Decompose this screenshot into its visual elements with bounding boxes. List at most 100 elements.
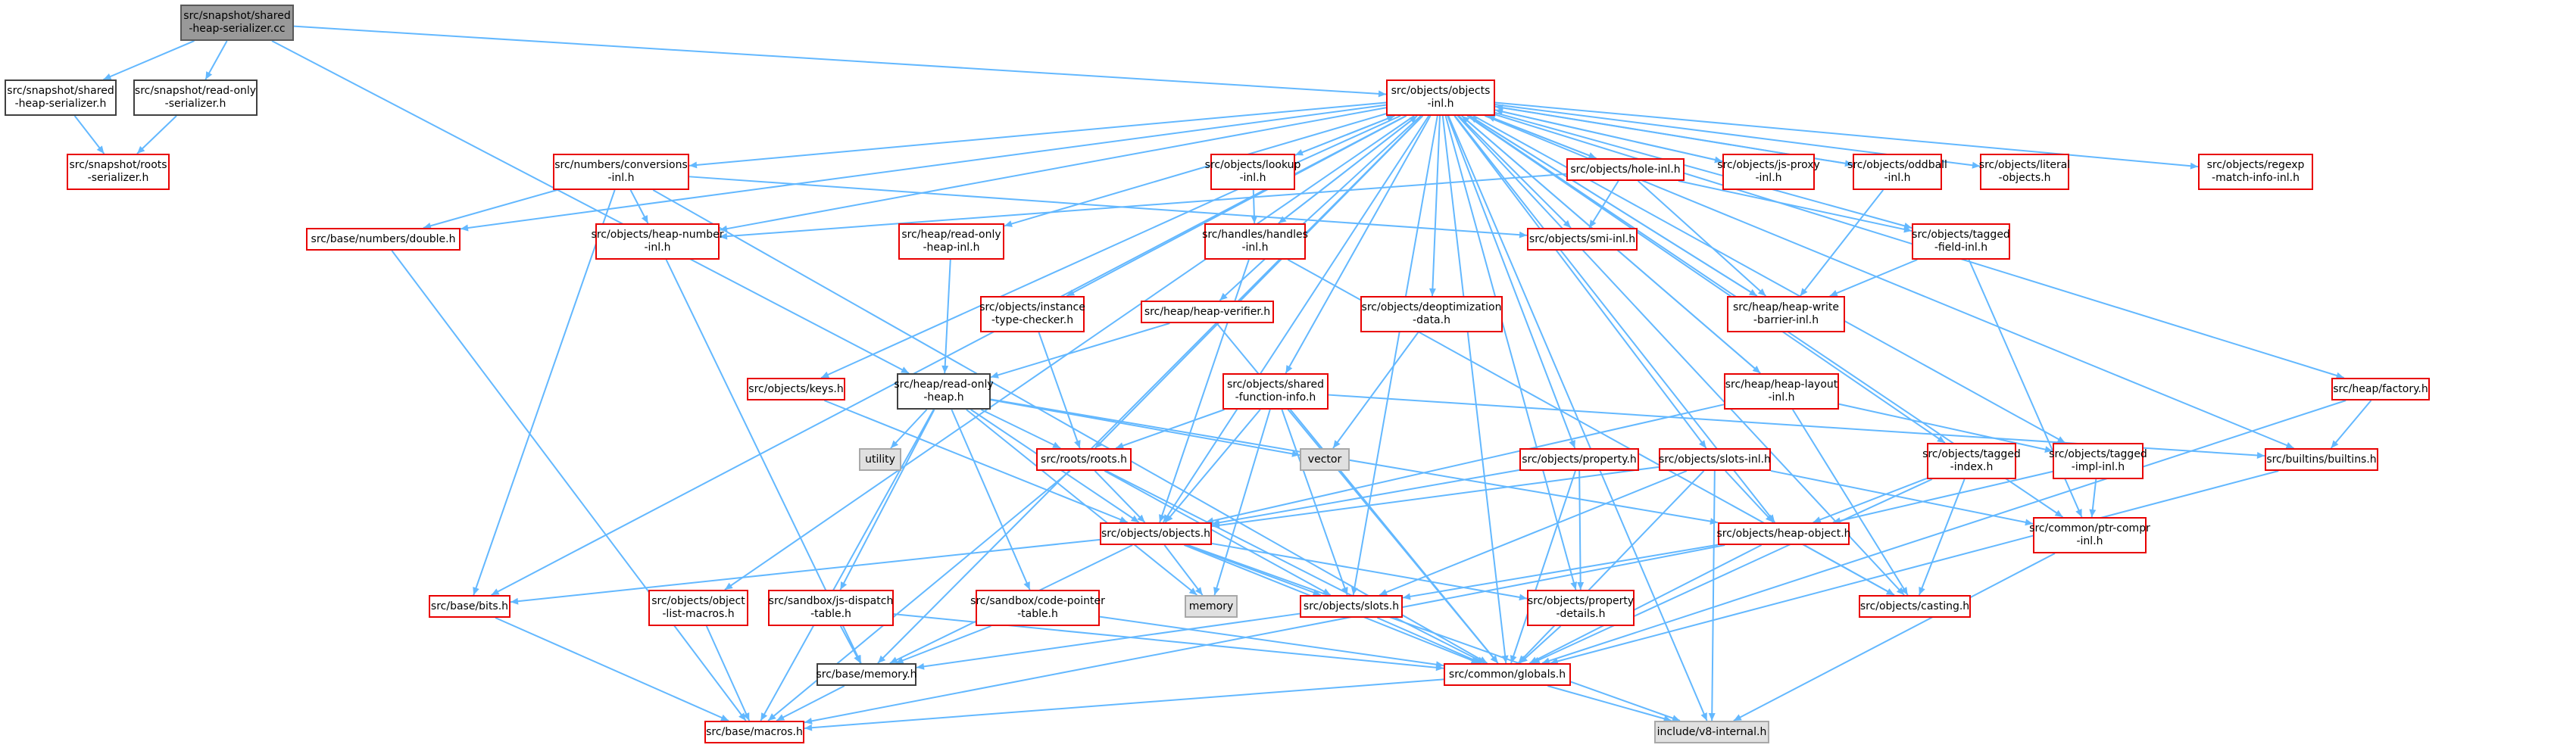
file-node[interactable]: src/handles/handles -inl.h bbox=[1202, 223, 1308, 260]
file-node[interactable]: src/objects/slots-inl.h bbox=[1659, 448, 1771, 471]
dependency-edge bbox=[1510, 470, 1576, 664]
file-node[interactable]: src/objects/objects -inl.h bbox=[1386, 79, 1495, 116]
edge-arrowhead bbox=[1490, 655, 1498, 663]
file-node-label: src/objects/js-proxy -inl.h bbox=[1717, 159, 1820, 184]
edge-arrowhead bbox=[804, 717, 813, 725]
file-node[interactable]: src/objects/property -details.h bbox=[1527, 590, 1635, 626]
file-node[interactable]: src/objects/tagged -impl-inl.h bbox=[2049, 443, 2147, 479]
file-node[interactable]: src/objects/objects.h bbox=[1100, 522, 1212, 545]
file-node[interactable]: src/objects/tagged -index.h bbox=[1922, 443, 2021, 479]
edge-arrowhead bbox=[991, 372, 999, 379]
file-node[interactable]: src/sandbox/code-pointer -table.h bbox=[970, 590, 1105, 626]
file-node[interactable]: src/heap/heap-layout -inl.h bbox=[1724, 373, 1839, 410]
edge-arrowhead bbox=[724, 582, 733, 590]
file-node-label: src/snapshot/roots -serializer.h bbox=[69, 159, 167, 184]
dependency-edge bbox=[1162, 115, 1430, 523]
dependency-edge bbox=[719, 107, 1387, 231]
file-node[interactable]: src/builtins/builtins.h bbox=[2265, 448, 2378, 471]
file-node-label: src/roots/roots.h bbox=[1041, 453, 1127, 466]
dependency-edge bbox=[760, 409, 935, 721]
edge-arrowhead bbox=[1469, 116, 1478, 123]
file-node[interactable]: src/objects/lookup -inl.h bbox=[1205, 154, 1300, 190]
file-node[interactable]: src/objects/keys.h bbox=[747, 378, 845, 400]
file-node[interactable]: src/heap/read-only -heap.h bbox=[894, 373, 994, 410]
file-node[interactable]: src/snapshot/read-only -serializer.h bbox=[133, 79, 258, 116]
dependency-edge bbox=[1211, 542, 1528, 600]
edge-arrowhead bbox=[1285, 365, 1293, 373]
file-node[interactable]: src/objects/instance -type-checker.h bbox=[979, 296, 1085, 332]
file-node[interactable]: src/objects/js-proxy -inl.h bbox=[1717, 154, 1820, 190]
file-node[interactable]: src/roots/roots.h bbox=[1036, 448, 1132, 471]
file-node[interactable]: src/objects/tagged -field-inl.h bbox=[1912, 223, 2010, 260]
file-node[interactable]: src/base/bits.h bbox=[429, 595, 511, 618]
dependency-edge bbox=[1094, 470, 1146, 523]
file-node[interactable]: src/objects/regexp -match-info-inl.h bbox=[2198, 154, 2313, 190]
file-node[interactable]: memory bbox=[1185, 595, 1238, 618]
file-node-label: src/objects/objects -inl.h bbox=[1391, 85, 1491, 110]
file-node[interactable]: src/sandbox/js-dispatch -table.h bbox=[768, 590, 894, 626]
file-node-label: src/objects/literal -objects.h bbox=[1978, 159, 2071, 184]
file-node[interactable]: src/objects/slots.h bbox=[1300, 595, 1403, 618]
edge-arrowhead bbox=[1194, 587, 1203, 595]
dependency-edge bbox=[103, 40, 195, 80]
file-node[interactable]: src/base/memory.h bbox=[816, 663, 917, 686]
file-node[interactable]: src/objects/shared -function-info.h bbox=[1222, 373, 1329, 410]
dependency-edge bbox=[1402, 544, 1719, 599]
file-node[interactable]: vector bbox=[1300, 448, 1350, 471]
edge-arrowhead bbox=[1519, 655, 1528, 663]
file-node[interactable]: src/base/numbers/double.h bbox=[306, 228, 461, 251]
file-node[interactable]: src/heap/read-only -heap-inl.h bbox=[898, 223, 1004, 260]
dependency-edge bbox=[804, 678, 1444, 729]
file-node[interactable]: src/base/macros.h bbox=[704, 721, 804, 743]
edge-arrowhead bbox=[1757, 288, 1766, 296]
file-node[interactable]: src/objects/hole-inl.h bbox=[1566, 158, 1685, 181]
file-node[interactable]: src/objects/smi-inl.h bbox=[1527, 228, 1638, 251]
file-node-label: src/objects/slots-inl.h bbox=[1659, 453, 1771, 466]
file-node[interactable]: include/v8-internal.h bbox=[1654, 721, 1769, 743]
edge-arrowhead bbox=[854, 655, 860, 663]
dependency-edge bbox=[1281, 409, 1348, 596]
edge-arrowhead bbox=[1813, 516, 1822, 523]
file-node[interactable]: src/objects/literal -objects.h bbox=[1978, 154, 2071, 190]
edge-arrowhead bbox=[1886, 588, 1894, 595]
dependency-edge bbox=[1799, 189, 1884, 297]
edge-arrowhead bbox=[743, 712, 750, 721]
dependency-edge bbox=[136, 115, 177, 154]
file-node[interactable]: src/objects/oddball -inl.h bbox=[1847, 154, 1947, 190]
focus-file-node[interactable]: src/snapshot/shared -heap-serializer.cc bbox=[180, 5, 294, 41]
file-node[interactable]: src/heap/heap-write -barrier-inl.h bbox=[1727, 296, 1845, 332]
file-node[interactable]: src/objects/deoptimization -data.h bbox=[1360, 296, 1503, 332]
file-node[interactable]: src/objects/object -list-macros.h bbox=[648, 590, 748, 626]
dependency-edge bbox=[877, 115, 1423, 664]
file-node[interactable]: src/objects/heap-number -inl.h bbox=[592, 223, 723, 260]
file-node[interactable]: src/objects/heap-object.h bbox=[1716, 522, 1851, 545]
edge-arrowhead bbox=[1165, 514, 1173, 522]
file-node-label: src/objects/casting.h bbox=[1859, 600, 1970, 612]
edge-arrowhead bbox=[1379, 589, 1388, 596]
file-node[interactable]: src/common/globals.h bbox=[1444, 663, 1571, 686]
file-node[interactable]: src/numbers/conversions -inl.h bbox=[553, 154, 689, 190]
file-node[interactable]: src/snapshot/shared -heap-serializer.h bbox=[5, 79, 117, 116]
dependency-edge bbox=[990, 399, 1300, 457]
edge-arrowhead bbox=[891, 440, 899, 448]
edge-arrowhead bbox=[877, 655, 886, 663]
file-node[interactable]: src/heap/factory.h bbox=[2331, 378, 2430, 400]
file-node[interactable]: src/objects/casting.h bbox=[1859, 595, 1971, 618]
file-node[interactable]: src/objects/property.h bbox=[1519, 448, 1639, 471]
edge-arrowhead bbox=[1900, 587, 1908, 595]
file-node[interactable]: src/heap/heap-verifier.h bbox=[1141, 301, 1274, 323]
edge-arrowhead bbox=[1023, 581, 1030, 590]
file-node-label: src/objects/instance -type-checker.h bbox=[979, 301, 1085, 326]
file-node[interactable]: src/snapshot/roots -serializer.h bbox=[67, 154, 170, 190]
file-node[interactable]: src/common/ptr-compr -inl.h bbox=[2029, 517, 2150, 553]
edge-arrowhead bbox=[941, 365, 949, 373]
file-node-label: src/objects/heap-number -inl.h bbox=[591, 229, 724, 254]
file-node[interactable]: utility bbox=[859, 448, 901, 471]
dependency-edge bbox=[391, 250, 747, 721]
edge-arrowhead bbox=[1435, 661, 1444, 668]
edge-arrowhead bbox=[916, 662, 925, 670]
edge-arrowhead bbox=[889, 656, 898, 663]
edge-arrowhead bbox=[1116, 442, 1125, 449]
edge-arrowhead bbox=[1519, 231, 1527, 238]
dependency-edge bbox=[1487, 115, 1597, 159]
